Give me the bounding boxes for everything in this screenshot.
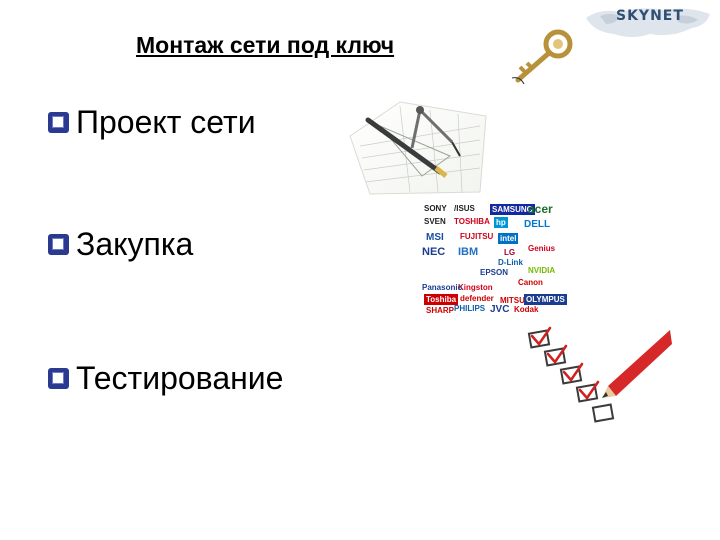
key-icon [511,29,573,85]
brand-logo: Canon [518,278,543,287]
slide-title: Монтаж сети под ключ [136,32,395,58]
brand-logo: TOSHIBA [454,217,490,226]
brand-logo: SVEN [424,217,446,226]
brand-logo: D-Link [498,258,523,267]
brand-logo: OLYMPUS [524,294,567,305]
brand-logo: defender [460,294,494,303]
brand-logo: Kodak [514,305,539,314]
brand-logo: JVC [490,304,510,315]
checkbox-bullet-icon [48,234,69,255]
checkbox-bullet-icon [48,112,69,133]
brand-logo: EPSON [480,268,509,277]
brand-logo: hp [494,217,508,228]
brand-logo: Genius [528,244,556,253]
brand-logo: IBM [458,246,479,258]
bullet-testing-text: Тестирование [76,360,284,396]
bullet-project-text: Проект сети [76,104,256,140]
brand-logo: PHILIPS [454,304,486,313]
blueprint-compass-image [349,101,487,195]
bullet-purchase: Закупка [48,226,193,263]
brand-logo: MITSUBISHI [500,296,546,305]
brand-logo: /ISUS [454,204,475,213]
brand-logo: Panasonic [422,283,463,292]
brand-logo: SHARP [426,306,455,315]
brand-logos-collage: SONY /ISUS SAMSUNG acer SVEN TOSHIBA hp … [420,202,567,315]
bullet-testing: Тестирование [48,360,283,397]
brand-logo: FUJITSU [460,232,494,241]
brand-logo: NEC [422,246,446,258]
brand-logo: intel [498,233,519,244]
brand-logo: NVIDIA [528,266,556,275]
brand-logo: Toshiba [424,294,459,305]
world-map-icon [586,8,710,37]
checkbox-bullet-icon [48,368,69,389]
logo-text: SKYNET [616,8,684,24]
brand-logo: Kingston [458,283,493,292]
brand-logo: DELL [524,219,551,230]
brand-logo: SONY [424,204,447,213]
checklist-pencil-image [527,326,672,423]
brand-logo: acer [528,202,553,216]
brand-logo: SAMSUNG [490,204,535,215]
brand-logo: MSI [426,232,444,243]
skynet-logo: SKYNET [580,4,716,44]
bullet-purchase-text: Закупка [76,226,194,262]
bullet-project: Проект сети [48,104,256,141]
brand-logo: LG [504,248,516,257]
